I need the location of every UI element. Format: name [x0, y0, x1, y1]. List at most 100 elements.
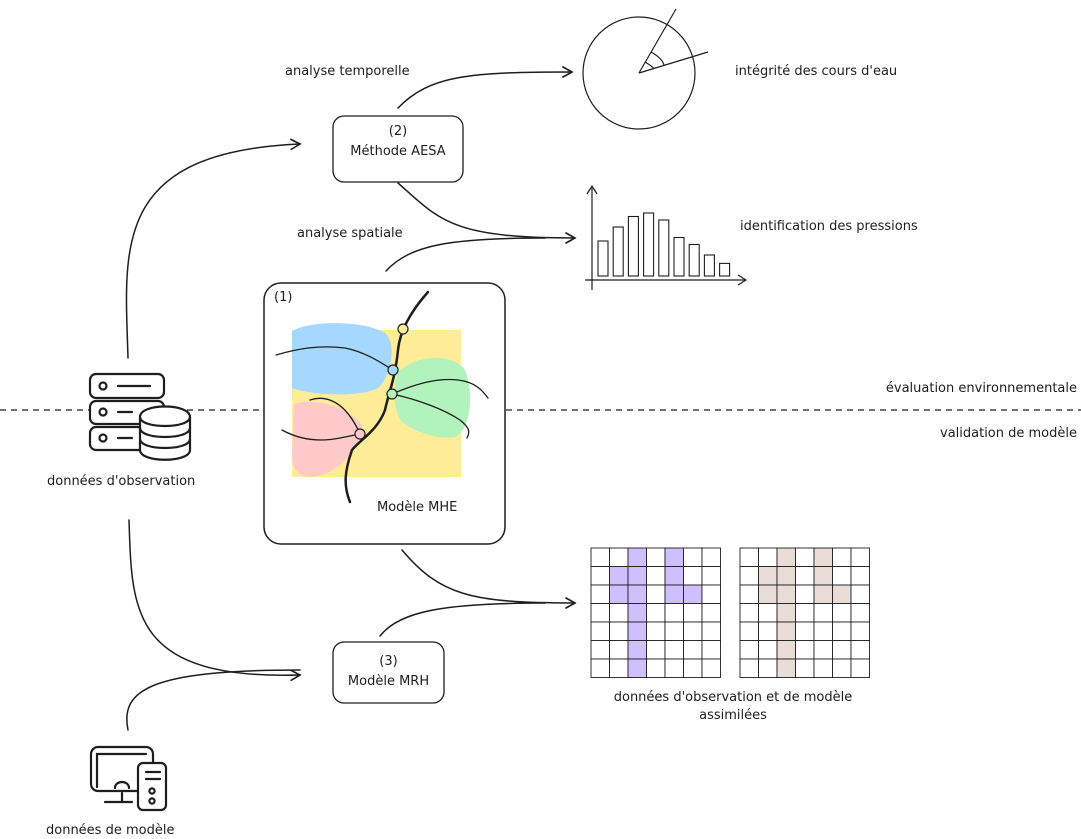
grid-cell — [609, 547, 629, 567]
label-analyse-temporelle: analyse temporelle — [285, 64, 410, 79]
aesa-number: (2) — [388, 124, 408, 139]
grid-cell — [701, 584, 721, 604]
grid-cell — [758, 566, 778, 586]
grid-cell — [683, 584, 703, 604]
node-pink — [354, 428, 366, 440]
grid-cell — [627, 584, 647, 604]
grid-cell — [795, 584, 815, 604]
grid-cell — [850, 603, 870, 623]
grid-cell — [590, 603, 610, 623]
histogram-bar — [612, 226, 624, 277]
label-evaluation: évaluation environnementale — [885, 381, 1077, 396]
grid-cell — [627, 603, 647, 623]
server-database-icon — [88, 372, 192, 461]
grid-cell — [701, 658, 721, 678]
grid-cell — [590, 658, 610, 678]
arrow-mrh-to-grids — [379, 602, 546, 637]
grid-cell — [627, 566, 647, 586]
grid-cell — [813, 566, 833, 586]
grid-cell — [758, 547, 778, 567]
grid-cell — [609, 621, 629, 641]
grid-cell — [664, 547, 684, 567]
grid-cell — [739, 603, 759, 623]
histogram-bar — [703, 254, 715, 277]
grid-cell — [813, 621, 833, 641]
label-donnees-observation: données d'observation — [47, 474, 196, 489]
grid-cell — [627, 658, 647, 678]
grid-cell — [683, 640, 703, 660]
grid-cell — [664, 584, 684, 604]
arrow-aesa-to-histogram — [397, 182, 577, 244]
grid-cell — [776, 658, 796, 678]
mrh-number: (3) — [379, 654, 398, 669]
grid-cell — [609, 640, 629, 660]
grid-cell — [850, 547, 870, 567]
grid-cell — [739, 584, 759, 604]
grid-cell — [627, 640, 647, 660]
grid-cell — [683, 603, 703, 623]
grid-cell — [850, 621, 870, 641]
grid-cell — [701, 566, 721, 586]
green-zone — [394, 357, 471, 438]
histogram-bar — [597, 240, 609, 277]
grid-cell — [646, 621, 666, 641]
grid-cell — [739, 621, 759, 641]
grid-cell — [683, 566, 703, 586]
grid-cell — [664, 603, 684, 623]
grid-cell — [664, 640, 684, 660]
grid-cell — [795, 603, 815, 623]
label-assimilees-line2: assimilées — [699, 708, 767, 723]
arrows — [125, 66, 577, 731]
grid-cell — [739, 658, 759, 678]
grid-cell — [850, 640, 870, 660]
grid-cell — [701, 640, 721, 660]
grid-cell — [832, 566, 852, 586]
grid-cell — [609, 584, 629, 604]
arrow-mhe-to-histogram — [385, 237, 546, 272]
grid-cell — [758, 658, 778, 678]
grid-cell — [609, 658, 629, 678]
hydro-map — [275, 290, 489, 504]
grid-cell — [850, 566, 870, 586]
grid-cell — [776, 621, 796, 641]
histogram-chart — [585, 184, 748, 290]
grid-cell — [832, 621, 852, 641]
grid-cell — [739, 640, 759, 660]
grid-cell — [627, 547, 647, 567]
grid-cell — [739, 566, 759, 586]
angle-circle-icon — [582, 8, 709, 130]
grid-cell — [627, 621, 647, 641]
histogram-bar — [688, 243, 700, 277]
grid-cell — [590, 640, 610, 660]
grid-cell — [776, 584, 796, 604]
grid-cell — [646, 603, 666, 623]
grid-cell — [609, 603, 629, 623]
grid-cell — [795, 621, 815, 641]
grid-cell — [664, 566, 684, 586]
grid-cell — [813, 584, 833, 604]
grid-cell — [795, 640, 815, 660]
grid-cell — [701, 603, 721, 623]
brown-grid — [739, 547, 870, 678]
arrow-model-to-mrh — [126, 669, 301, 731]
label-identification: identification des pressions — [740, 219, 918, 234]
grid-cell — [758, 603, 778, 623]
grid-cell — [683, 621, 703, 641]
grid-cell — [776, 547, 796, 567]
grid-cell — [646, 640, 666, 660]
grid-cell — [795, 566, 815, 586]
node-green — [386, 388, 398, 400]
histogram-bar — [643, 212, 655, 277]
grid-cell — [758, 584, 778, 604]
grid-cell — [701, 621, 721, 641]
grid-cell — [776, 603, 796, 623]
grid-cell — [590, 621, 610, 641]
grid-cell — [776, 640, 796, 660]
grid-cell — [813, 547, 833, 567]
grid-cell — [664, 658, 684, 678]
mrh-model-box — [332, 641, 445, 704]
grid-cell — [832, 603, 852, 623]
arrow-observation-to-aesa — [125, 138, 302, 359]
aesa-method-box — [332, 115, 464, 183]
